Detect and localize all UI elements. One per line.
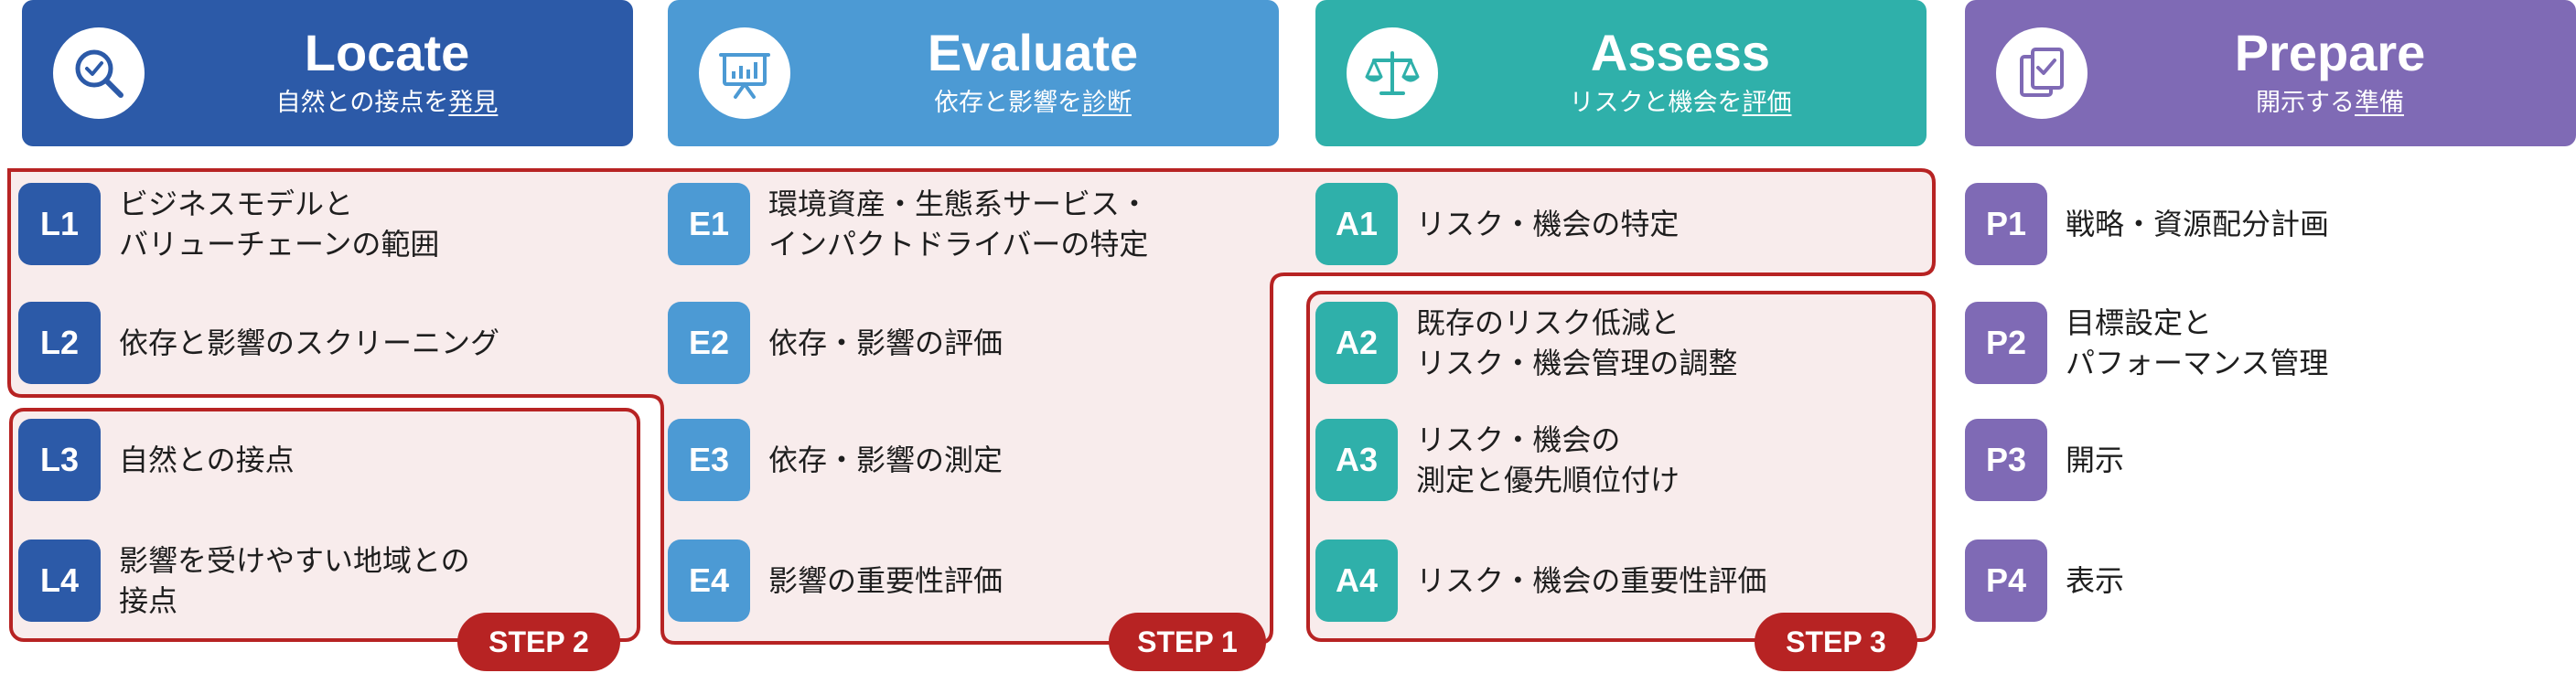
item-a2: 既存のリスク低減と リスク・機会管理の調整: [1416, 305, 1738, 380]
badge-l2: L2: [18, 302, 101, 384]
step2-zone: [9, 408, 640, 642]
item-l1: ビジネスモデルと バリューチェーンの範囲: [119, 187, 440, 262]
item-p1: 戦略・資源配分計画: [2066, 207, 2330, 241]
column-subtitle: 自然との接点を発見: [275, 89, 499, 117]
item-a4: リスク・機会の重要性評価: [1416, 563, 1767, 598]
clipboard-icon: [1996, 27, 2088, 119]
badge-e1: E1: [668, 183, 750, 265]
badge-l1: L1: [18, 183, 101, 265]
item-l3: 自然との接点: [119, 443, 295, 477]
item-p4: 表示: [2066, 563, 2125, 598]
item-p2: 目標設定と パフォーマンス管理: [2066, 305, 2329, 380]
search-icon: [53, 27, 145, 119]
badge-a4: A4: [1315, 539, 1398, 622]
item-a1: リスク・機会の特定: [1416, 207, 1680, 241]
step1-label: STEP 1: [1109, 613, 1266, 671]
step3-label: STEP 3: [1755, 613, 1917, 671]
item-a3: リスク・機会の 測定と優先順位付け: [1416, 422, 1680, 497]
item-e4: 影響の重要性評価: [768, 563, 1004, 598]
badge-a3: A3: [1315, 419, 1398, 501]
item-l4: 影響を受けやすい地域との 接点: [119, 543, 470, 618]
badge-p4: P4: [1965, 539, 2047, 622]
badge-a1: A1: [1315, 183, 1398, 265]
badge-e4: E4: [668, 539, 750, 622]
item-l2: 依存と影響のスクリーニング: [119, 326, 500, 360]
column-subtitle: 依存と影響を診断: [934, 89, 1132, 117]
header-assess: Assess リスクと機会を評価: [1315, 0, 1927, 146]
step3-zone: [1306, 291, 1936, 642]
balance-scale-icon: [1347, 27, 1438, 119]
header-locate: Locate 自然との接点を発見: [22, 0, 633, 146]
presentation-chart-icon: [699, 27, 790, 119]
column-subtitle: 開示する準備: [2256, 89, 2404, 117]
badge-p2: P2: [1965, 302, 2047, 384]
badge-a2: A2: [1315, 302, 1398, 384]
item-e3: 依存・影響の測定: [768, 443, 1004, 477]
column-title: Prepare: [2234, 24, 2426, 81]
column-subtitle: リスクと機会を評価: [1569, 89, 1792, 117]
badge-p3: P3: [1965, 419, 2047, 501]
badge-l3: L3: [18, 419, 101, 501]
header-prepare: Prepare 開示する準備: [1965, 0, 2576, 146]
badge-p1: P1: [1965, 183, 2047, 265]
step2-label: STEP 2: [457, 613, 620, 671]
item-p3: 開示: [2066, 443, 2125, 477]
column-title: Evaluate: [927, 24, 1139, 81]
badge-e2: E2: [668, 302, 750, 384]
column-title: Assess: [1590, 24, 1771, 81]
header-evaluate: Evaluate 依存と影響を診断: [668, 0, 1279, 146]
column-title: Locate: [304, 24, 470, 81]
badge-l4: L4: [18, 539, 101, 622]
item-e2: 依存・影響の評価: [768, 326, 1004, 360]
badge-e3: E3: [668, 419, 750, 501]
item-e1: 環境資産・生態系サービス・ インパクトドライバーの特定: [768, 187, 1150, 262]
